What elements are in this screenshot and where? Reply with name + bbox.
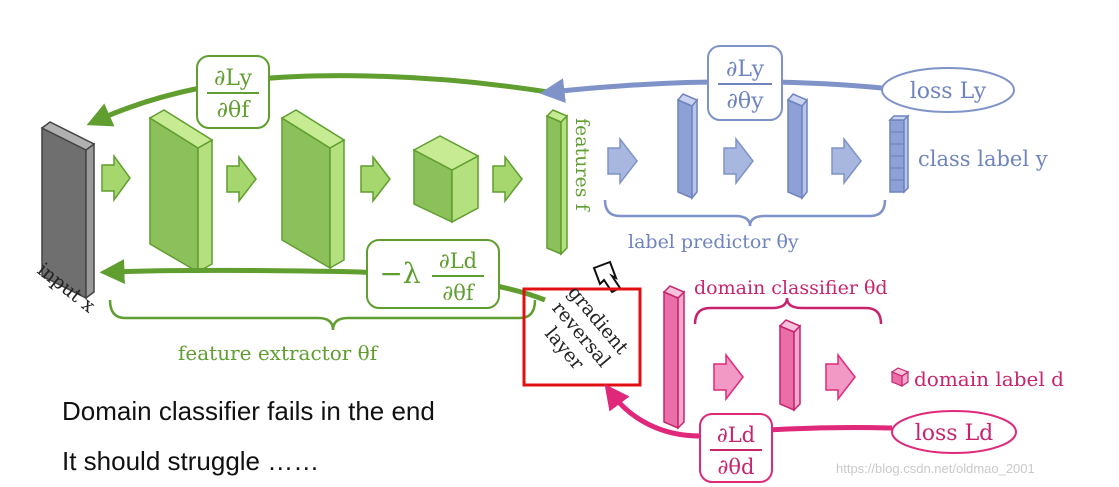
feature-extractor-arrow-2 (226, 154, 257, 204)
label-predictor-layer-1 (676, 93, 699, 201)
label-predictor-arrow-1 (607, 136, 638, 186)
class-label-text: class label y (918, 147, 1048, 171)
loss-d-text: loss Ld (915, 421, 994, 446)
features-label: features f (571, 118, 593, 213)
label-gradient-arrow (539, 78, 883, 104)
label-predictor-label: label predictor θy (628, 231, 799, 253)
class-label-output-vector (888, 114, 910, 194)
domain-classifier-arrow-2 (825, 352, 856, 402)
feature-extractor-label: feature extractor θf (178, 341, 379, 365)
feature-extractor-conv-1 (148, 109, 214, 274)
gradient-dLy-dthetay-numerator: ∂Ly (726, 57, 765, 82)
grl-highlight-box (522, 287, 642, 387)
annotation-line-2: It should struggle …… (62, 446, 320, 476)
gradient-dLd-dthetaf-denominator: ∂θf (442, 281, 476, 305)
feature-extractor-arrow-3 (360, 154, 391, 204)
gradient-dLy-dthetaf-denominator: ∂θf (217, 98, 252, 123)
domain-classifier-brace (693, 297, 883, 325)
domain-classifier-arrow-1 (713, 352, 744, 402)
gradient-dLy-dthetaf-numerator: ∂Ly (214, 66, 253, 91)
domain-label-text: domain label d (914, 367, 1064, 391)
lambda-prefix: −λ (379, 257, 420, 290)
domain-classifier-layer-1 (662, 285, 686, 430)
label-predictor-arrow-3 (831, 136, 862, 186)
gradient-box-lambda-dLd-dthetaf (366, 239, 500, 309)
input-layer (40, 121, 96, 300)
feature-extractor-brace (108, 299, 537, 331)
label-predictor-layer-2 (786, 93, 809, 201)
features-vector (545, 109, 569, 256)
feature-extractor-arrow-1 (101, 153, 131, 203)
label-predictor-brace (603, 199, 887, 227)
domain-classifier-layer-2 (778, 319, 802, 412)
loss-y-text: loss Ly (910, 79, 987, 104)
gradient-box-dLd-dthetad (699, 413, 773, 483)
gradient-dLd-dthetad-denominator: ∂θd (718, 455, 755, 479)
loss-y-ellipse (881, 67, 1015, 113)
domain-label-output-cube (890, 367, 910, 388)
watermark-text: https://blog.csdn.net/oldmao_2001 (836, 461, 1035, 476)
domain-classifier-label: domain classifier θd (694, 277, 888, 299)
feature-extractor-arrow-4 (492, 154, 523, 204)
annotation-line-1: Domain classifier fails in the end (62, 396, 435, 426)
gradient-dLd-dthetaf-numerator: ∂Ld (439, 249, 477, 273)
label-predictor-arrow-2 (723, 136, 754, 186)
gradient-dLy-dthetay-denominator: ∂θy (726, 89, 764, 114)
feature-extractor-conv-2 (280, 109, 346, 270)
feature-extractor-conv-3 (412, 135, 480, 224)
gradient-dLd-dthetad-numerator: ∂Ld (717, 423, 755, 447)
loss-d-ellipse (891, 410, 1017, 454)
